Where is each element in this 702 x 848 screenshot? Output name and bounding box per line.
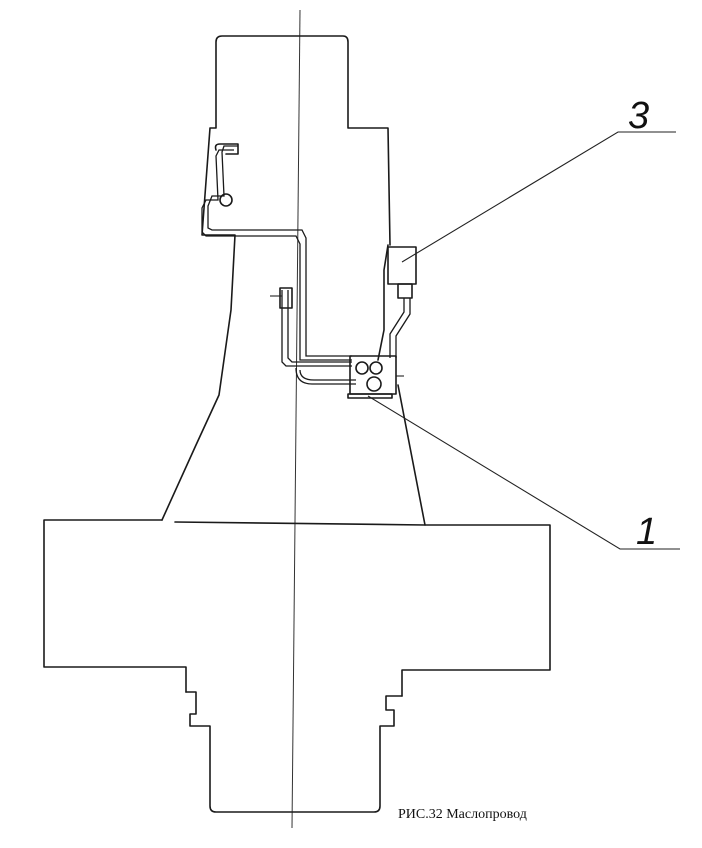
callout-1: 1: [636, 511, 657, 553]
leader-1: [367, 395, 680, 550]
oil-reservoir: [387, 246, 417, 285]
upper-fitting-hook: [214, 143, 239, 155]
distributor-port-2: [369, 361, 383, 375]
oil-pipe-upper: [201, 149, 352, 361]
upper-housing-right: [377, 244, 389, 361]
distributor-block: [349, 355, 397, 395]
flange-outline: [43, 519, 551, 697]
center-axis: [291, 9, 301, 829]
oil-pipe-lower-loop: [295, 367, 356, 385]
lower-shaft-outline: [185, 691, 403, 813]
distributor-port-3: [366, 376, 382, 392]
right-taper-wall: [397, 384, 426, 526]
oil-pipe-upper-inner: [207, 145, 352, 357]
upper-fitting-ball: [219, 193, 233, 207]
oil-reservoir-nozzle: [397, 283, 413, 299]
callout-3: 3: [628, 95, 649, 137]
oil-pipe-left-branch: [281, 290, 352, 367]
upper-housing-outline: [161, 35, 391, 521]
oil-pipe-right: [389, 298, 411, 358]
left-fitting: [279, 287, 293, 309]
leader-3: [401, 131, 676, 263]
distributor-base: [347, 393, 393, 399]
distributor-port-1: [355, 361, 369, 375]
figure-caption: РИС.32 Маслопровод: [398, 807, 527, 822]
